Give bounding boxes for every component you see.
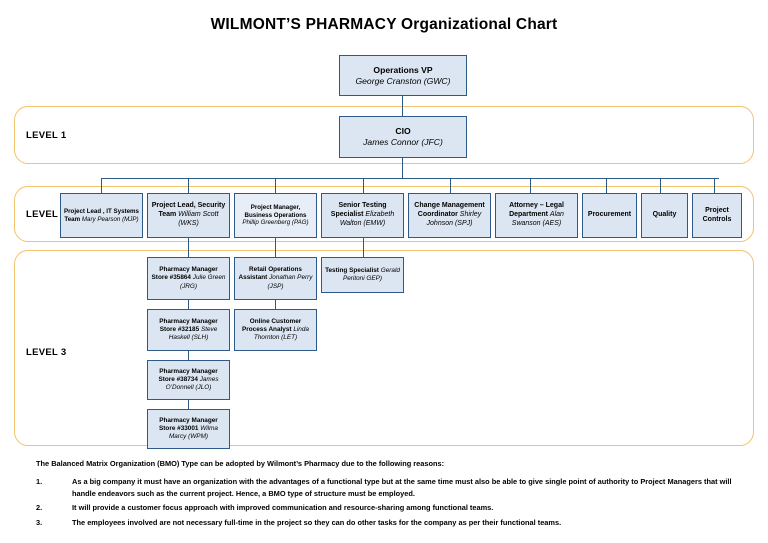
node-pharmacy-manager-38734-name: James O’Donnell (JLO) xyxy=(165,375,219,392)
connector-to-l2-5 xyxy=(450,178,452,193)
connector-to-l2-6 xyxy=(530,178,532,193)
page-title: WILMONT’S PHARMACY Organizational Chart xyxy=(210,16,558,33)
footer-item-3-text: The employees involved are not necessary… xyxy=(72,517,562,527)
connector-to-l2-2 xyxy=(188,178,190,193)
node-project-lead-it-systems[interactable]: Project Lead , IT Systems Team Mary Pear… xyxy=(60,193,143,238)
level-2-label: LEVEL 2 xyxy=(26,209,67,220)
level-3-band xyxy=(14,250,754,446)
node-online-customer-process-analyst[interactable]: Online Customer Process Analyst Linda Th… xyxy=(234,309,317,351)
level-1-label: LEVEL 1 xyxy=(26,130,67,141)
node-pharmacy-manager-38734[interactable]: Pharmacy Manager Store #38734 James O’Do… xyxy=(147,360,230,400)
connector-to-l2-7 xyxy=(606,178,608,193)
node-change-management-coordinator-name: Shirley Johnson (SPJ) xyxy=(426,211,482,227)
connector-level2-bus xyxy=(101,178,719,180)
footer-lead-text: The Balanced Matrix Organization (BMO) T… xyxy=(36,459,445,468)
node-pharmacy-manager-38734-title: Pharmacy Manager Store #38734 xyxy=(158,367,218,383)
node-cio-title: CIO xyxy=(395,126,411,136)
connector-to-l2-3 xyxy=(275,178,277,193)
connector-to-l2-1 xyxy=(101,178,103,193)
connector-l3-c-to-d xyxy=(188,400,190,409)
connector-vp-to-cio xyxy=(402,96,404,116)
node-project-manager-business-ops-name: Phillip Greenberg (PAG) xyxy=(242,219,309,227)
connector-l2-3-to-l3 xyxy=(275,238,277,257)
level-3-label: LEVEL 3 xyxy=(26,347,67,358)
node-operations-vp[interactable]: Operations VP George Cranston (GWC) xyxy=(339,55,467,96)
connector-cio-down xyxy=(402,158,404,178)
node-pharmacy-manager-32185-name: Steve Haskell (SLH) xyxy=(168,325,218,342)
node-online-customer-process-analyst-name: Linda Thornton (LET) xyxy=(253,325,309,342)
node-senior-testing-specialist[interactable]: Senior Testing Specialist Elizabeth Walt… xyxy=(321,193,404,238)
node-attorney-legal-name: Alan Swanson (AES) xyxy=(511,211,564,227)
node-pharmacy-manager-33001-name: Wilma Marcy (WPM) xyxy=(168,424,218,441)
node-operations-vp-name: George Cranston (GWC) xyxy=(355,75,451,86)
footer-item-1: 1. As a big company it must have an orga… xyxy=(36,476,742,499)
node-procurement-title: Procurement xyxy=(587,211,632,219)
node-project-lead-it-systems-name: Mary Pearson (MJP) xyxy=(81,215,139,223)
level-2-band xyxy=(14,186,754,242)
footer-item-3: 3. The employees involved are not necess… xyxy=(36,517,742,528)
node-pharmacy-manager-35864-title: Pharmacy Manager Store #35864 xyxy=(151,266,218,282)
connector-l3-b-to-c xyxy=(188,351,190,360)
footer-item-2-text: It will provide a customer focus approac… xyxy=(72,503,494,513)
node-project-lead-security[interactable]: Project Lead, Security Team William Scot… xyxy=(147,193,230,238)
node-attorney-legal-title: Attorney – Legal Department xyxy=(509,202,564,219)
node-online-customer-process-analyst-title: Online Customer Process Analyst xyxy=(242,317,302,333)
footer-item-1-text: As a big company it must have an organiz… xyxy=(72,477,732,498)
node-retail-operations-assistant-title: Retail Operations Assistant xyxy=(238,266,302,282)
connector-l3-e-to-f xyxy=(275,300,277,309)
node-testing-specialist-title: Testing Specialist xyxy=(325,266,379,274)
node-pharmacy-manager-32185[interactable]: Pharmacy Manager Store #32185 Steve Hask… xyxy=(147,309,230,351)
level-1-band xyxy=(14,106,754,164)
node-testing-specialist-name: Gerald Peritoni GEP) xyxy=(342,266,400,282)
node-cio-name: James Connor (JFC) xyxy=(363,137,443,147)
node-senior-testing-specialist-name: Elizabeth Walton (EMW) xyxy=(339,211,395,227)
node-project-controls[interactable]: Project Controls xyxy=(692,193,742,238)
footer-item-2: 2. It will provide a customer focus appr… xyxy=(36,502,742,513)
node-cio[interactable]: CIO James Connor (JFC) xyxy=(339,116,467,158)
connector-l3-a-to-b xyxy=(188,300,190,309)
connector-to-l2-4 xyxy=(363,178,365,193)
node-pharmacy-manager-32185-title: Pharmacy Manager Store #32185 xyxy=(159,317,218,333)
connector-l2-2-to-l3 xyxy=(188,238,190,257)
connector-to-l2-9 xyxy=(714,178,716,193)
connector-l2-4-to-l3 xyxy=(363,238,365,257)
node-procurement[interactable]: Procurement xyxy=(582,193,637,238)
node-operations-vp-title: Operations VP xyxy=(373,64,433,75)
node-project-manager-business-ops[interactable]: Project Manager, Business Operations Phi… xyxy=(234,193,317,238)
node-project-controls-title: Project Controls xyxy=(702,206,732,223)
footer-notes: The Balanced Matrix Organization (BMO) T… xyxy=(36,458,742,531)
node-project-lead-security-title: Project Lead, Security Team xyxy=(151,202,226,219)
node-senior-testing-specialist-title: Senior Testing Specialist xyxy=(330,202,387,219)
node-change-management-coordinator[interactable]: Change Management Coordinator Shirley Jo… xyxy=(408,193,491,238)
node-change-management-coordinator-title: Change Management Coordinator xyxy=(414,202,485,219)
node-testing-specialist[interactable]: Testing Specialist Gerald Peritoni GEP) xyxy=(321,257,404,293)
node-project-manager-business-ops-title: Project Manager, Business Operations xyxy=(244,203,307,219)
connector-to-l2-8 xyxy=(660,178,662,193)
footer-item-3-number: 3. xyxy=(36,517,43,527)
node-project-lead-it-systems-title: Project Lead , IT Systems Team xyxy=(64,207,139,223)
footer-item-1-number: 1. xyxy=(36,477,43,487)
node-quality-title: Quality xyxy=(652,211,677,219)
node-project-lead-security-name: William Scott (WKS) xyxy=(178,211,219,227)
node-attorney-legal[interactable]: Attorney – Legal Department Alan Swanson… xyxy=(495,193,578,238)
node-pharmacy-manager-35864-name: Julie Green (JRG) xyxy=(179,274,226,290)
node-retail-operations-assistant-name: Jonathan Perry (JSP) xyxy=(267,274,313,290)
node-quality[interactable]: Quality xyxy=(641,193,688,238)
node-pharmacy-manager-35864[interactable]: Pharmacy Manager Store #35864 Julie Gree… xyxy=(147,257,230,300)
footer-item-2-number: 2. xyxy=(36,503,43,513)
node-pharmacy-manager-33001[interactable]: Pharmacy Manager Store #33001 Wilma Marc… xyxy=(147,409,230,449)
node-retail-operations-assistant[interactable]: Retail Operations Assistant Jonathan Per… xyxy=(234,257,317,300)
node-pharmacy-manager-33001-title: Pharmacy Manager Store #33001 xyxy=(159,416,218,432)
